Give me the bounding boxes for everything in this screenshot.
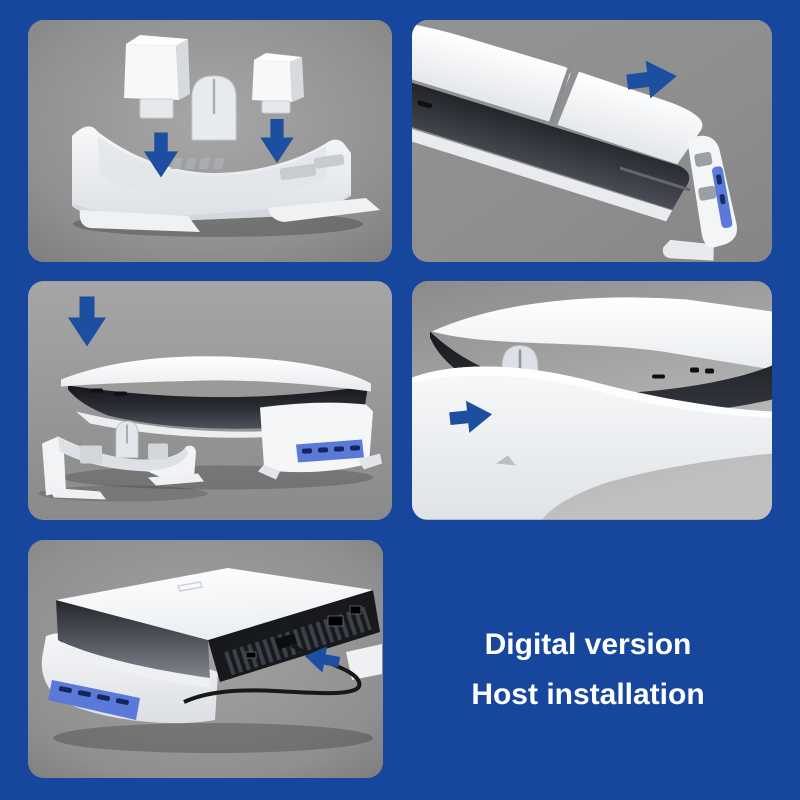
usb-ports xyxy=(48,680,140,720)
console xyxy=(412,20,703,222)
shell-seam xyxy=(548,67,572,124)
step-3-illustration xyxy=(28,281,392,520)
step-5-illustration xyxy=(28,540,383,778)
console-top-face xyxy=(56,568,373,640)
step-panel-5 xyxy=(28,540,383,778)
caption-line-1: Digital version xyxy=(484,628,692,661)
console-shell-left xyxy=(412,20,571,122)
clip-tab xyxy=(191,75,237,141)
usb-ports xyxy=(296,439,364,463)
console-dark-band xyxy=(412,60,690,210)
step-panel-3 xyxy=(28,281,392,520)
arrow-right-icon xyxy=(449,400,493,433)
arrow-right-icon xyxy=(626,60,677,99)
adapter-block-left xyxy=(124,35,190,119)
console-top-shell xyxy=(61,356,371,392)
caption-line-2: Host installation xyxy=(471,678,705,711)
arrow-left-icon xyxy=(304,646,341,673)
logo-mark xyxy=(176,581,204,592)
step-2-illustration xyxy=(412,20,772,262)
console-shell-right xyxy=(557,71,703,165)
bracket-top-edge xyxy=(412,366,772,418)
arrow-down-icon xyxy=(143,132,179,178)
adapter-block-right xyxy=(252,53,304,114)
step-panel-2 xyxy=(412,20,772,262)
assembly-shadow xyxy=(53,723,373,753)
console-bottom-rim xyxy=(62,642,210,688)
step-panel-1 xyxy=(28,20,392,262)
caption-block: Digital version Host installation xyxy=(412,620,764,720)
console-front-body xyxy=(56,600,210,680)
step-panel-4 xyxy=(412,281,772,520)
stand-base xyxy=(258,402,382,480)
screwdriver-rod xyxy=(619,166,691,192)
step-4-illustration xyxy=(412,281,772,520)
console-bottom-lip xyxy=(412,103,673,222)
stand-base xyxy=(72,75,380,232)
arrow-down-icon xyxy=(68,296,106,347)
step-1-illustration xyxy=(28,20,392,262)
spare-bracket xyxy=(38,420,208,502)
arrow-down-icon xyxy=(260,119,294,163)
stand-end-bracket xyxy=(662,135,737,261)
console-top-shell xyxy=(432,297,772,370)
